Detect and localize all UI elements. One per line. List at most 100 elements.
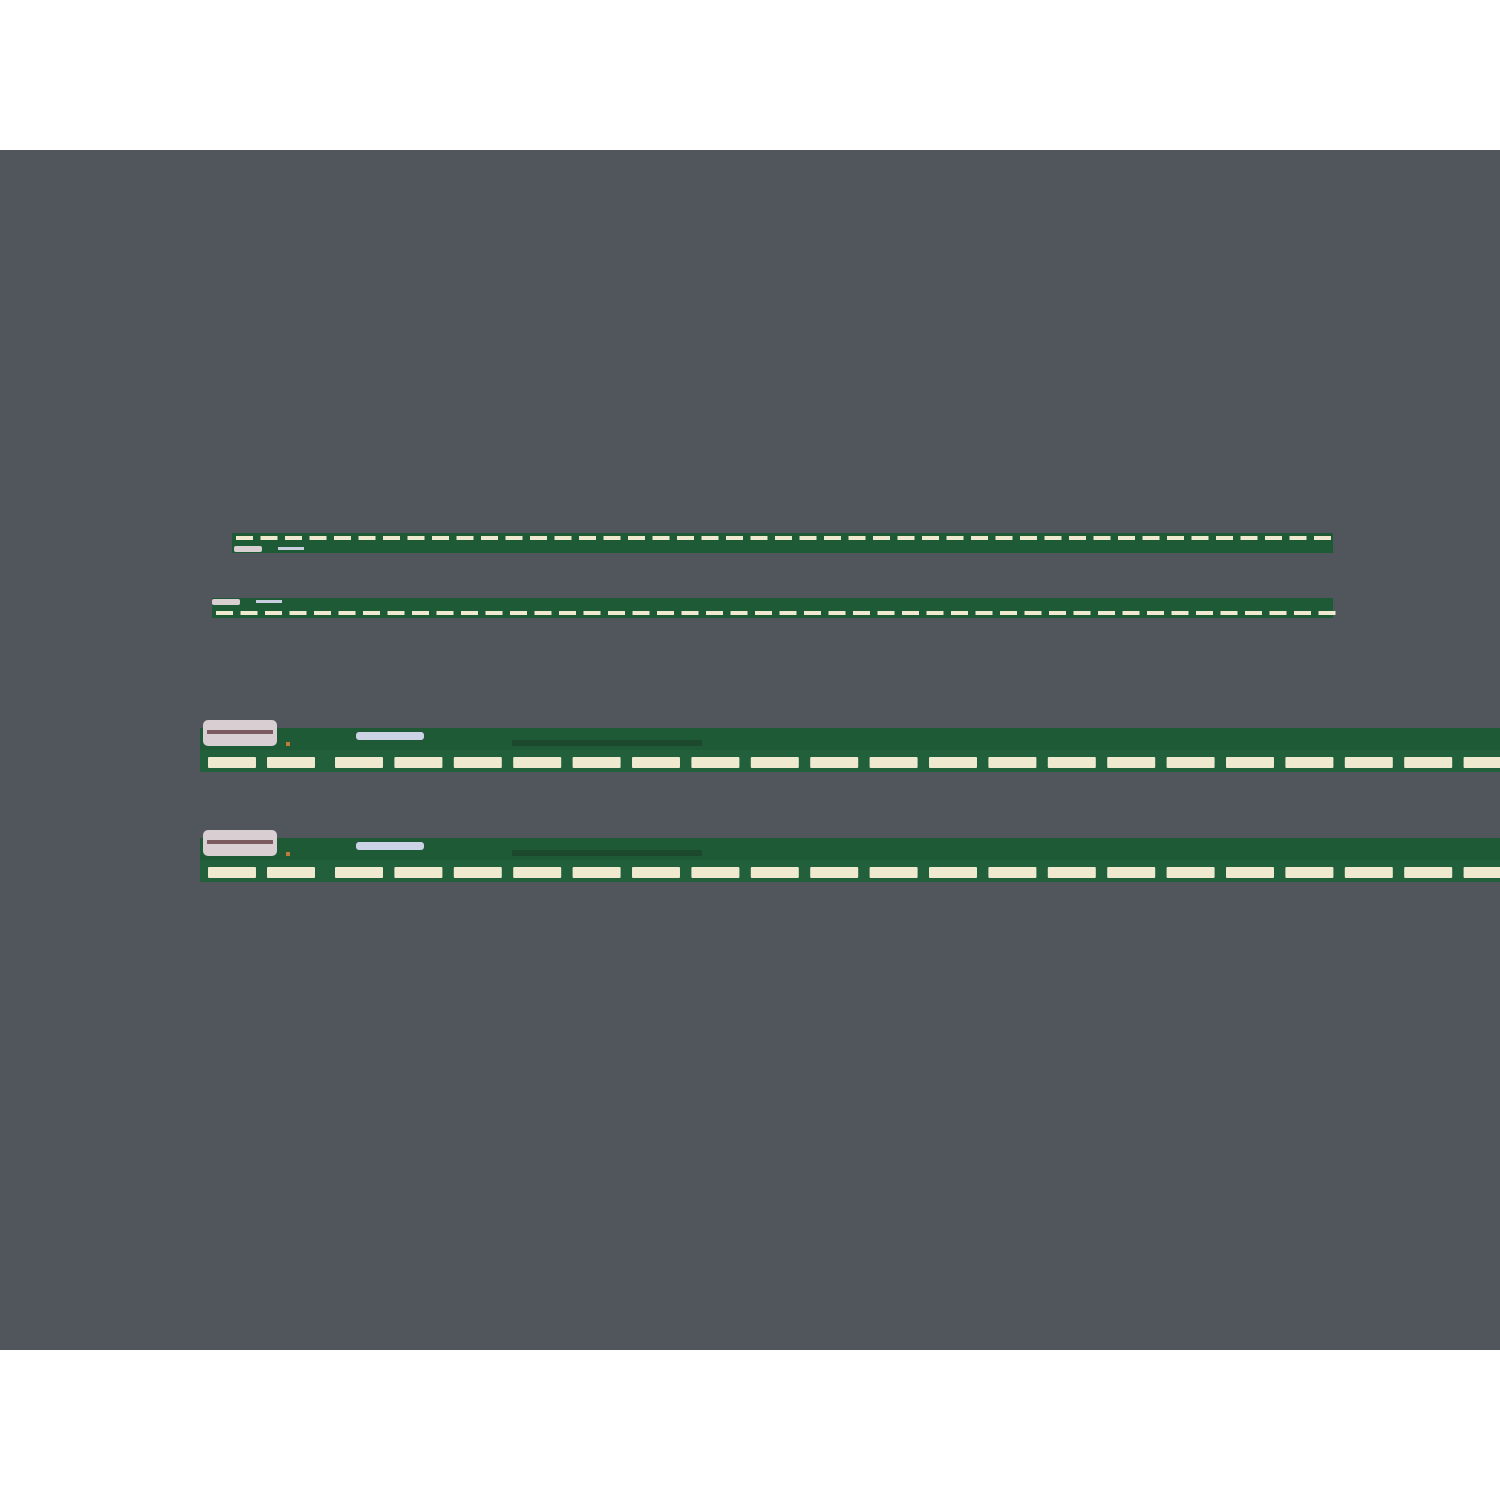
led-chip	[810, 757, 859, 768]
led-chip	[481, 536, 498, 540]
led-chip	[1269, 611, 1287, 615]
led-chip	[407, 536, 425, 540]
led-chip	[1107, 757, 1156, 768]
led-chip	[1118, 536, 1135, 540]
led-chip	[1285, 867, 1334, 878]
label-sticker	[356, 732, 424, 740]
led-chip	[799, 536, 817, 540]
led-chip	[338, 611, 356, 615]
led-chip	[559, 611, 576, 615]
led-chip	[1289, 536, 1307, 540]
led-chip	[513, 867, 562, 878]
led-chip	[873, 536, 890, 540]
led-chip	[1147, 611, 1164, 615]
led-chip	[285, 536, 302, 540]
led-chip	[534, 611, 552, 615]
led-chip	[267, 757, 315, 768]
led-chip	[1098, 611, 1115, 615]
led-chip	[1191, 536, 1209, 540]
led-chip	[1285, 757, 1334, 768]
led-chip	[432, 536, 449, 540]
led-chip	[1463, 867, 1500, 878]
led-chip	[951, 611, 968, 615]
led-chip	[995, 536, 1013, 540]
led-chip	[988, 867, 1037, 878]
led-chip	[513, 757, 562, 768]
led-chip	[1463, 757, 1500, 768]
led-chip	[929, 757, 977, 768]
led-chip	[1314, 536, 1331, 540]
led-chip	[1216, 536, 1233, 540]
led-chip	[1196, 611, 1213, 615]
led-chip	[1069, 536, 1086, 540]
led-chip	[335, 757, 383, 768]
led-chip	[926, 611, 944, 615]
led-chip	[1047, 867, 1096, 878]
printed-part-number	[512, 850, 702, 856]
led-chip	[632, 611, 650, 615]
led-chip	[208, 757, 256, 768]
led-chip	[1226, 757, 1274, 768]
led-chip	[383, 536, 400, 540]
led-chip	[335, 867, 383, 878]
smd-component	[286, 742, 290, 746]
led-chip	[572, 867, 621, 878]
connector	[212, 599, 240, 605]
led-chip	[677, 536, 694, 540]
connector-pins	[207, 730, 273, 734]
led-chip	[1318, 611, 1336, 615]
led-chip	[216, 611, 233, 615]
led-chip	[1404, 757, 1453, 768]
led-chip	[1226, 867, 1274, 878]
led-chip	[1093, 536, 1111, 540]
led-chip	[608, 611, 625, 615]
led-chip	[583, 611, 601, 615]
led-chip	[971, 536, 988, 540]
led-chip	[1122, 611, 1140, 615]
led-chip	[387, 611, 405, 615]
led-chip	[810, 867, 859, 878]
led-chip	[975, 611, 993, 615]
led-chip	[804, 611, 821, 615]
led-chip	[453, 867, 502, 878]
led-chip	[869, 757, 918, 768]
led-chip	[869, 867, 918, 878]
led-chip	[260, 536, 278, 540]
led-chip	[1265, 536, 1282, 540]
led-chip	[750, 536, 768, 540]
led-chip	[456, 536, 474, 540]
led-chip	[691, 757, 740, 768]
led-chip	[363, 611, 380, 615]
led-chip	[1167, 536, 1184, 540]
led-chip	[632, 867, 680, 878]
led-chip	[691, 867, 740, 878]
led-chip	[394, 867, 443, 878]
led-chip	[1142, 536, 1160, 540]
led-chip	[750, 757, 799, 768]
led-chip	[929, 867, 977, 878]
led-chip	[1107, 867, 1156, 878]
led-chip	[726, 536, 743, 540]
led-chip	[1240, 536, 1258, 540]
label-sticker	[256, 600, 282, 603]
led-chip	[485, 611, 503, 615]
led-chip	[314, 611, 331, 615]
led-chip	[554, 536, 572, 540]
led-chip	[309, 536, 327, 540]
led-chip	[657, 611, 674, 615]
led-chip	[1404, 867, 1453, 878]
led-chip	[510, 611, 527, 615]
led-chip	[681, 611, 699, 615]
led-chip	[750, 867, 799, 878]
led-chip	[358, 536, 376, 540]
led-chip	[1294, 611, 1311, 615]
led-chip	[1220, 611, 1238, 615]
led-chip	[1000, 611, 1017, 615]
led-chip	[1073, 611, 1091, 615]
led-chip	[1171, 611, 1189, 615]
led-chip	[394, 757, 443, 768]
led-chip	[240, 611, 258, 615]
led-chip	[461, 611, 478, 615]
led-chip	[775, 536, 792, 540]
